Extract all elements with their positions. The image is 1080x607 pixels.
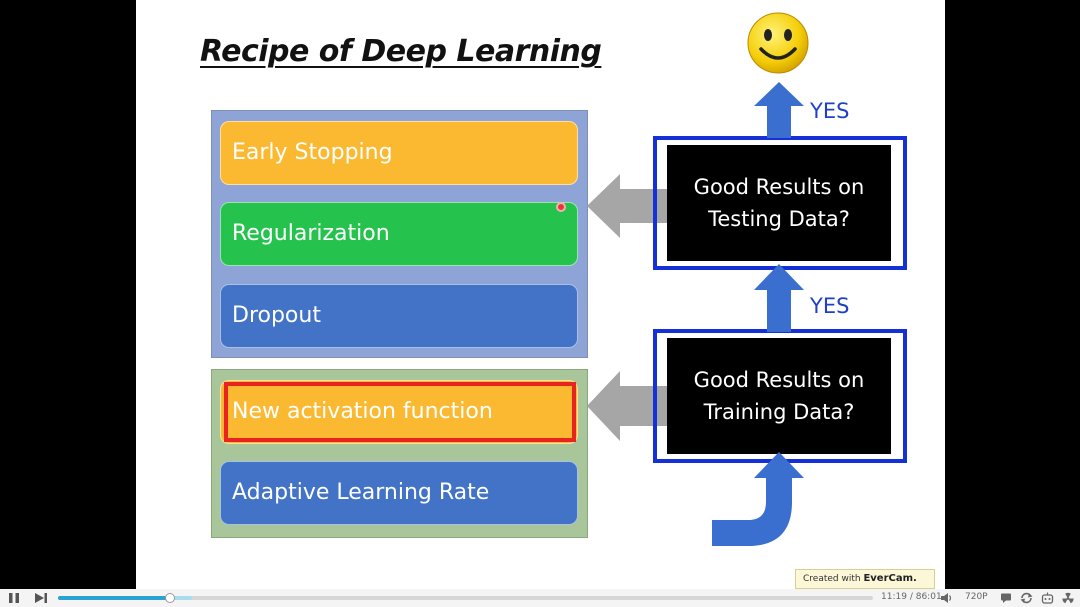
evercam-watermark: Created with EverCam. <box>795 569 935 589</box>
pause-icon <box>9 593 19 603</box>
robot-button[interactable] <box>1039 589 1055 607</box>
method-early-stopping: Early Stopping <box>220 121 578 185</box>
progress-thumb[interactable] <box>164 593 175 603</box>
comment-button[interactable] <box>998 589 1014 607</box>
progress-track[interactable] <box>58 593 873 603</box>
loop-icon <box>1020 592 1032 604</box>
time-readout: 11:19 / 86:01 <box>881 592 942 602</box>
highlight-box <box>224 382 576 442</box>
method-new-activation-function: New activation function <box>220 380 578 444</box>
comment-icon <box>1001 593 1011 603</box>
testing-question-text: Good Results on Testing Data? <box>693 175 865 231</box>
yes-label-middle: YES <box>810 294 850 318</box>
method-dropout: Dropout <box>220 284 578 348</box>
arrow-up-top <box>754 82 804 138</box>
loop-button[interactable] <box>1018 589 1034 607</box>
robot-icon <box>1041 592 1053 604</box>
progress-fill <box>58 596 170 600</box>
method-regularization: Regularization <box>220 202 578 266</box>
quality-button[interactable]: 720P <box>965 592 988 602</box>
training-question-box: Good Results on Training Data? <box>667 338 891 454</box>
yes-label-top: YES <box>810 99 850 123</box>
arrow-curved-start <box>712 452 804 546</box>
training-question-text: Good Results on Training Data? <box>693 368 865 424</box>
watermark-brand: EverCam. <box>863 573 917 584</box>
radiation-button[interactable] <box>1060 589 1076 607</box>
slide-title: Recipe of Deep Learning <box>200 34 602 69</box>
slide: Recipe of Deep Learning Early Stopping R… <box>136 0 945 589</box>
next-icon <box>35 593 47 603</box>
arrow-left-training <box>587 371 669 441</box>
arrow-up-middle <box>754 264 804 332</box>
arrow-left-testing <box>587 174 669 238</box>
time-current: 11:19 <box>881 592 907 602</box>
volume-icon <box>941 593 952 603</box>
volume-button[interactable] <box>938 589 954 607</box>
watermark-prefix: Created with <box>803 574 861 584</box>
video-player-bar: 11:19 / 86:01 720P <box>0 589 1080 607</box>
pointer-dot <box>556 202 566 212</box>
method-adaptive-learning-rate: Adaptive Learning Rate <box>220 461 578 525</box>
next-button[interactable] <box>31 589 51 607</box>
radiation-icon <box>1062 592 1074 604</box>
smiley-icon <box>747 12 809 74</box>
testing-question-box: Good Results on Testing Data? <box>667 145 891 261</box>
pause-button[interactable] <box>4 589 24 607</box>
time-total: 86:01 <box>915 592 942 602</box>
